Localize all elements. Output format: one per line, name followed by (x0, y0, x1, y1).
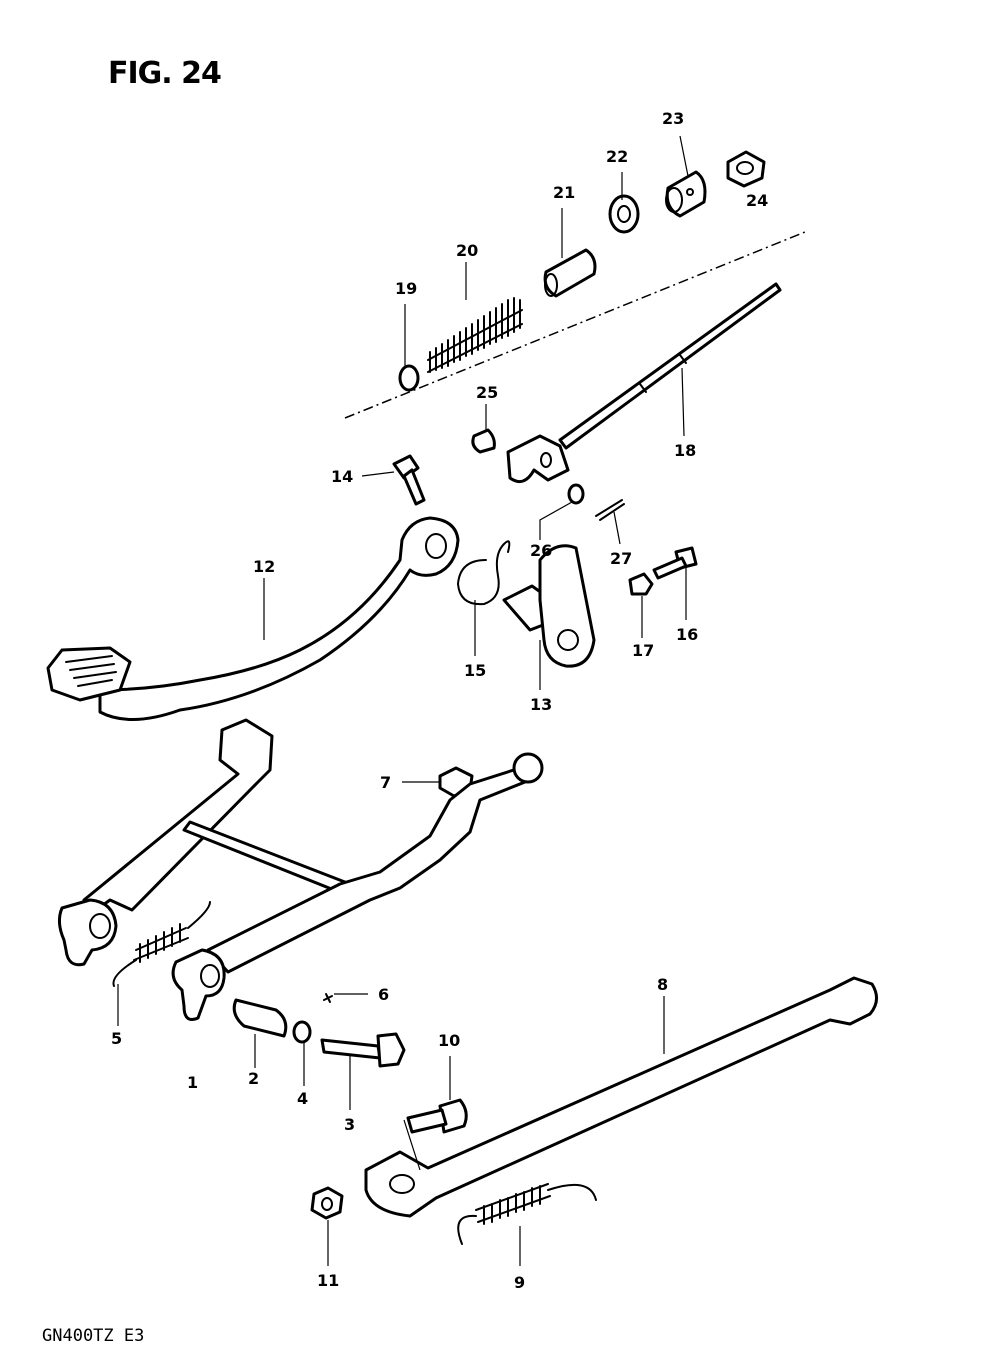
callout-21: 21 (553, 183, 575, 202)
part-bolt-14 (392, 454, 426, 506)
part-nut-17 (628, 572, 654, 596)
part-center-stand-1 (57, 718, 544, 1021)
part-washer-26 (567, 483, 585, 505)
callout-17: 17 (632, 641, 654, 660)
callout-12: 12 (253, 557, 275, 576)
part-bolt-10 (406, 1098, 468, 1134)
part-lever-13 (502, 544, 596, 668)
part-washer-4 (292, 1020, 312, 1044)
callout-14: 14 (331, 467, 353, 486)
part-clevis (506, 434, 570, 484)
callout-19: 19 (395, 279, 417, 298)
callout-23: 23 (662, 109, 684, 128)
assembly-axis-line (344, 231, 806, 419)
part-pin-25 (471, 428, 496, 454)
callout-11: 11 (317, 1271, 339, 1290)
callout-24: 24 (746, 191, 768, 210)
callout-3: 3 (344, 1115, 355, 1134)
part-joint-23 (665, 170, 707, 218)
callout-7: 7 (380, 773, 391, 792)
part-side-stand-8 (364, 976, 878, 1218)
part-spring-15 (456, 540, 511, 606)
part-bushing-22 (608, 194, 640, 234)
figure-title: FIG. 24 (108, 56, 222, 91)
callout-9: 9 (514, 1273, 525, 1292)
callout-15: 15 (464, 661, 486, 680)
callout-1: 1 (187, 1073, 198, 1092)
callout-8: 8 (657, 975, 668, 994)
part-clip-6 (323, 993, 333, 1003)
part-spring-9 (457, 1183, 597, 1245)
callout-2: 2 (248, 1069, 259, 1088)
part-brake-rod-18 (558, 282, 782, 450)
part-bolt-16 (652, 546, 698, 580)
callout-13: 13 (530, 695, 552, 714)
callout-26: 26 (530, 541, 552, 560)
part-bolt-3 (320, 1032, 406, 1068)
callout-27: 27 (610, 549, 632, 568)
callout-22: 22 (606, 147, 628, 166)
part-bushing-2 (232, 998, 288, 1038)
callout-10: 10 (438, 1031, 460, 1050)
model-code: GN400TZ E3 (42, 1326, 145, 1346)
callout-4: 4 (297, 1089, 308, 1108)
part-nut-24 (726, 150, 766, 188)
callout-25: 25 (476, 383, 498, 402)
callout-20: 20 (456, 241, 478, 260)
part-spring-5 (112, 901, 211, 987)
callout-18: 18 (674, 441, 696, 460)
part-cotter-pin-27 (595, 499, 625, 521)
part-nut-11 (310, 1186, 344, 1220)
part-washer-19 (398, 364, 420, 392)
part-sleeve-21 (543, 248, 597, 298)
callout-16: 16 (676, 625, 698, 644)
callout-5: 5 (111, 1029, 122, 1048)
callout-6: 6 (378, 985, 389, 1004)
part-spring-20 (427, 297, 523, 373)
part-brake-pedal-12 (46, 516, 460, 721)
